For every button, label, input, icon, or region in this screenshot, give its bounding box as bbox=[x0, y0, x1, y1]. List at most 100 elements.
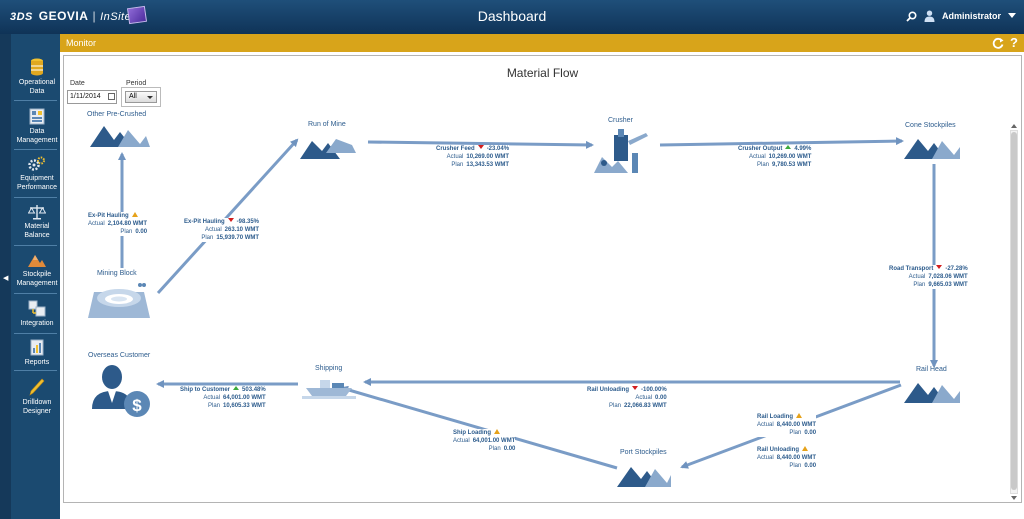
data-management-icon bbox=[29, 108, 45, 125]
gears-icon bbox=[28, 156, 45, 171]
mountain-icon[interactable] bbox=[90, 122, 150, 149]
actual-value: 7,028.06 WMT bbox=[928, 274, 968, 280]
user-name[interactable]: Administrator bbox=[941, 11, 1001, 21]
sidebar-item-label: Integration bbox=[20, 320, 54, 327]
search-icon[interactable] bbox=[906, 10, 917, 22]
app-logo: 3DS GEOVIA|InSite bbox=[10, 9, 131, 23]
user-area[interactable]: Administrator bbox=[906, 10, 1016, 22]
refresh-icon[interactable] bbox=[992, 37, 1004, 49]
actual-label: Actual bbox=[204, 227, 222, 233]
plan-label: Plan bbox=[488, 446, 501, 452]
period-label: Period bbox=[126, 80, 147, 87]
node-overseas-customer-label: Overseas Customer bbox=[88, 352, 151, 359]
actual-value: 2,104.80 WMT bbox=[107, 221, 148, 227]
sidebar-item-data-management[interactable]: Data Management bbox=[14, 108, 60, 145]
period-select[interactable]: All bbox=[125, 91, 157, 103]
period-value[interactable]: All bbox=[129, 93, 137, 100]
sidebar-divider bbox=[14, 149, 57, 150]
sidebar-item-operational-data[interactable]: Operational Data bbox=[14, 58, 60, 96]
scroll-thumb[interactable] bbox=[1011, 132, 1017, 490]
warning-icon bbox=[796, 413, 802, 418]
scroll-up-icon[interactable] bbox=[1011, 124, 1017, 128]
sidebar-item-reports[interactable]: Reports bbox=[14, 339, 60, 367]
mountain-icon[interactable] bbox=[904, 377, 960, 403]
sidebar-item-label: Reports bbox=[24, 359, 50, 366]
monitor-title: Monitor bbox=[66, 38, 97, 48]
chevron-down-icon[interactable] bbox=[147, 96, 153, 99]
brand-name: GEOVIA bbox=[38, 9, 89, 23]
sidebar-item-label: Equipment Performance bbox=[16, 175, 58, 191]
calendar-icon[interactable] bbox=[108, 93, 115, 100]
plan-label: Plan bbox=[120, 229, 133, 235]
mountain-icon[interactable] bbox=[904, 133, 960, 159]
mountain-icon[interactable] bbox=[617, 461, 671, 487]
plan-value: 10,605.33 WMT bbox=[223, 403, 266, 409]
plan-value: 0.00 bbox=[804, 430, 817, 436]
sidebar-item-integration[interactable]: Integration bbox=[14, 300, 60, 328]
help-icon[interactable]: ? bbox=[1010, 35, 1018, 50]
sidebar-divider bbox=[14, 100, 57, 101]
ship-icon[interactable] bbox=[302, 374, 356, 400]
node-other-pre-crushed-label: Other Pre-Crushed bbox=[87, 111, 147, 118]
sidebar-item-equipment-performance[interactable]: Equipment Performance bbox=[14, 156, 60, 192]
actual-label: Actual bbox=[453, 438, 470, 444]
material-flow-panel: Material Flow bbox=[63, 55, 1022, 503]
actual-value: 8,440.00 WMT bbox=[776, 455, 817, 461]
period-group bbox=[121, 87, 161, 107]
node-crusher-label: Crusher bbox=[608, 117, 633, 124]
balance-scale-icon bbox=[28, 205, 46, 220]
metric-name: Rail Unloading bbox=[757, 447, 799, 453]
metric-name: Ex-Pit Hauling bbox=[184, 219, 225, 225]
vertical-scrollbar[interactable] bbox=[1010, 124, 1018, 500]
metric-pct: -100.00% bbox=[641, 387, 667, 393]
metric-name: Ship Loading bbox=[453, 430, 491, 436]
metric-pct: 503.48% bbox=[242, 387, 266, 393]
actual-label: Actual bbox=[748, 154, 766, 160]
product-name: InSite bbox=[100, 11, 132, 23]
metric-name: Rail Unloading bbox=[587, 387, 629, 393]
monitor-bar: Monitor ? bbox=[60, 34, 1024, 52]
date-input[interactable]: 1/11/2014 bbox=[67, 90, 117, 104]
date-value[interactable]: 1/11/2014 bbox=[70, 93, 101, 100]
metric-name: Road Transport bbox=[889, 266, 934, 272]
truck-dump-icon[interactable] bbox=[300, 133, 356, 159]
actual-value: 64,001.00 WMT bbox=[223, 395, 266, 401]
chevron-down-icon[interactable] bbox=[1008, 13, 1016, 19]
customer-icon[interactable]: $ bbox=[90, 363, 152, 419]
plan-label: Plan bbox=[789, 463, 802, 469]
sidebar-item-drilldown-designer[interactable]: Drilldown Designer bbox=[14, 378, 60, 416]
open-pit-icon[interactable] bbox=[88, 280, 150, 318]
monitor-actions: ? bbox=[992, 35, 1018, 51]
metric-name: Ex-Pit Hauling bbox=[88, 213, 129, 219]
scroll-down-icon[interactable] bbox=[1011, 496, 1017, 500]
actual-value: 64,001.00 WMT bbox=[472, 438, 516, 444]
metric-pct: -27.28% bbox=[945, 266, 968, 272]
node-run-of-mine-label: Run of Mine bbox=[308, 121, 346, 128]
stockpile-icon bbox=[28, 255, 46, 267]
sidebar-item-label: Operational Data bbox=[18, 79, 56, 95]
user-icon bbox=[924, 10, 935, 22]
sidebar-divider bbox=[14, 245, 57, 246]
metric-name: Ship to Customer bbox=[180, 387, 231, 393]
sidebar-divider bbox=[14, 197, 57, 198]
sidebar-collapse-strip[interactable] bbox=[0, 34, 11, 519]
plan-value: 0.00 bbox=[804, 463, 817, 469]
collapse-arrow-icon[interactable]: ◀ bbox=[3, 275, 9, 282]
sidebar-item-material-balance[interactable]: Material Balance bbox=[14, 204, 60, 240]
trend-up-icon bbox=[233, 386, 240, 390]
sidebar-item-stockpile-management[interactable]: Stockpile Management bbox=[14, 252, 60, 288]
node-cone-stockpiles-label: Cone Stockpiles bbox=[905, 122, 956, 129]
node-mining-block-label: Mining Block bbox=[97, 270, 137, 277]
crusher-plant-icon[interactable] bbox=[594, 127, 649, 173]
trend-down-icon bbox=[227, 218, 234, 222]
